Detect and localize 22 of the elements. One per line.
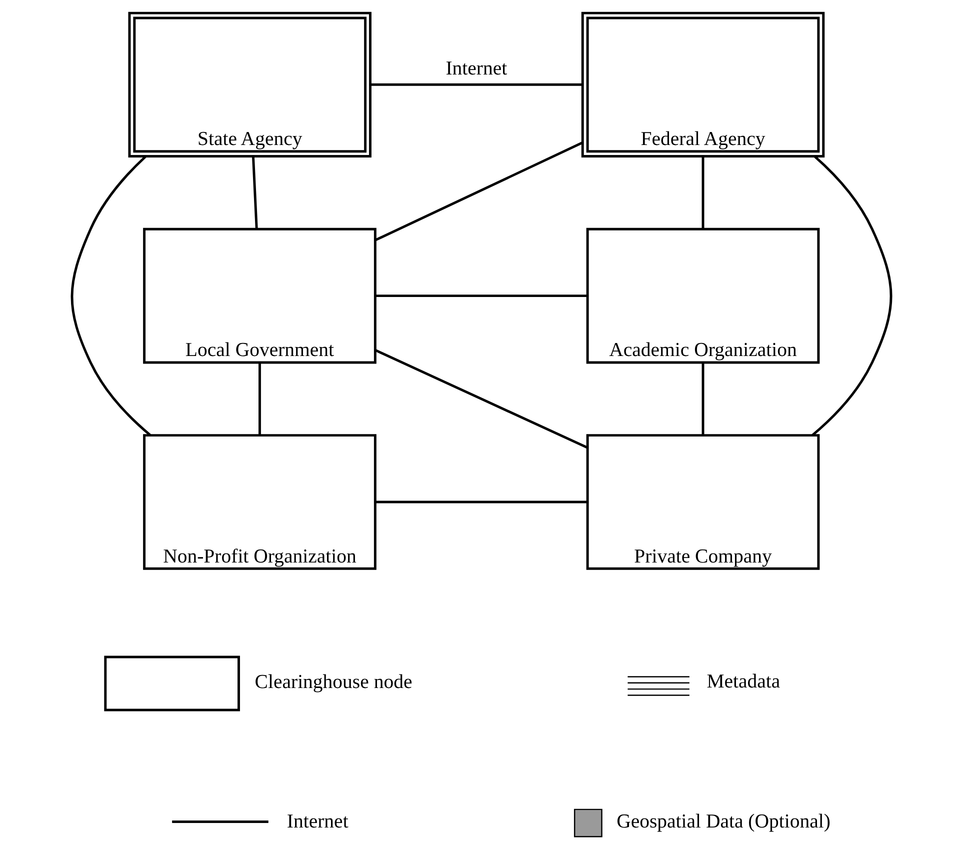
legend-label: Clearinghouse node	[254, 671, 412, 694]
legend-label: Metadata	[706, 670, 780, 693]
node-box: State Agency	[128, 12, 372, 158]
connector	[375, 500, 588, 504]
connector	[252, 156, 258, 229]
connector	[812, 155, 892, 436]
connector	[702, 156, 704, 229]
connector	[375, 294, 588, 298]
node-box: Federal Agency	[581, 12, 825, 158]
connector	[375, 349, 588, 449]
connector	[258, 362, 261, 436]
legend-label: Geospatial Data (Optional)	[616, 810, 830, 833]
node-box: Private Company	[586, 434, 820, 570]
connector	[70, 156, 152, 436]
node-box: Local Government	[143, 228, 376, 364]
node-box: Academic Organization	[586, 228, 820, 364]
connector	[370, 83, 582, 86]
node-box: Non-Profit Organization	[143, 434, 376, 570]
legend-label: Internet	[286, 810, 348, 833]
connector	[702, 362, 704, 436]
connector	[374, 142, 583, 242]
edge-label: Internet	[446, 58, 508, 80]
